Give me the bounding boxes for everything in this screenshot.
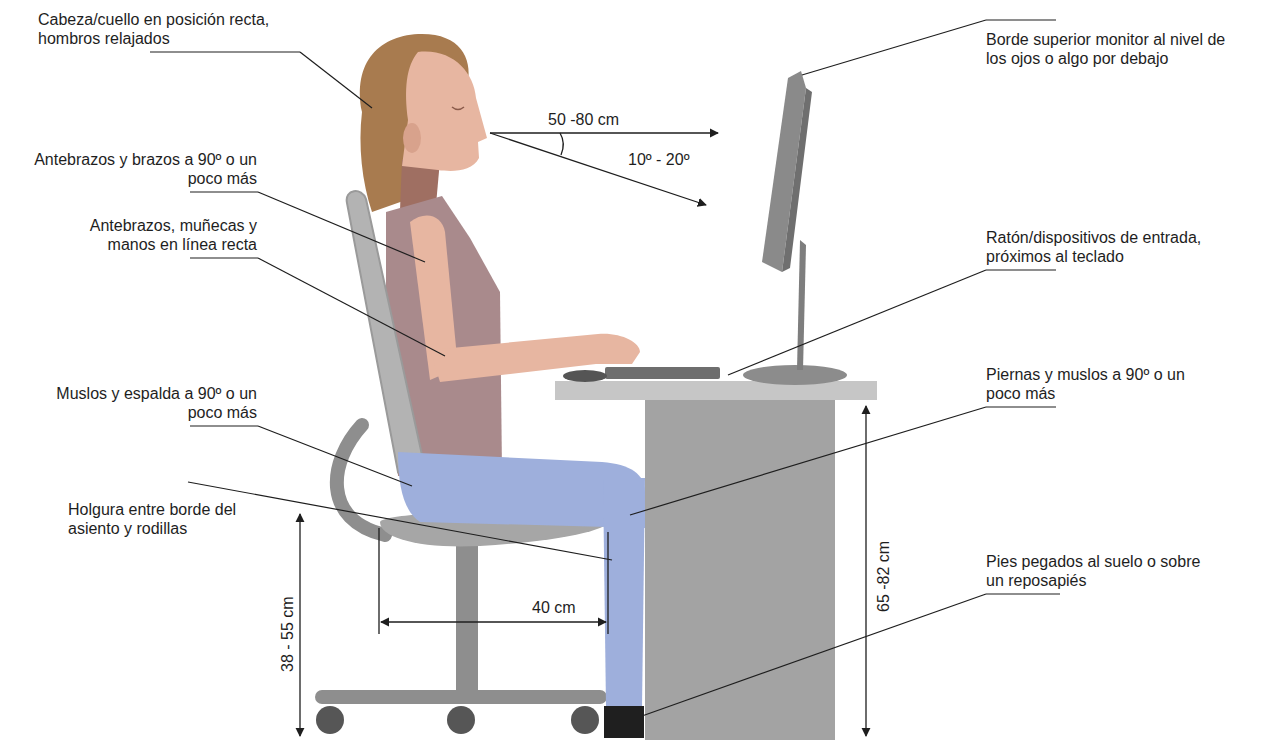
- dimension-label: 40 cm: [532, 598, 592, 617]
- leader-line: [986, 593, 1060, 594]
- leader-line: [258, 426, 412, 486]
- monitor-back: [782, 88, 812, 272]
- face: [402, 52, 487, 171]
- dimension-label: 38 - 55 cm: [278, 596, 297, 672]
- eye: [452, 107, 464, 110]
- dimension-label: 65 -82 cm: [874, 541, 893, 612]
- shoe: [604, 706, 644, 738]
- chair-frame: [337, 425, 385, 535]
- callout-label: Borde superior monitor al nivel de los o…: [986, 30, 1231, 68]
- mouse: [563, 370, 607, 382]
- seat-depth-dimension: [381, 621, 606, 622]
- chair-wheel: [447, 706, 475, 734]
- view-angle-arc: [560, 133, 563, 155]
- leader-line: [190, 191, 258, 192]
- keyboard: [605, 367, 720, 379]
- leader-lines: [150, 20, 1060, 716]
- view-angle-arrow: [490, 133, 706, 205]
- desk-body: [645, 398, 835, 740]
- forearm: [430, 334, 640, 382]
- leader-line: [630, 407, 986, 515]
- leader-line: [190, 425, 258, 426]
- leader-line: [300, 52, 372, 108]
- seat-height-dimension: [299, 514, 300, 736]
- leader-line: [986, 19, 1056, 20]
- leader-line: [150, 51, 300, 52]
- leader-line: [188, 482, 612, 560]
- chair-wheel: [571, 706, 599, 734]
- ear: [403, 123, 421, 153]
- leader-line: [802, 20, 986, 75]
- leader-line: [986, 269, 1056, 270]
- leader-line: [728, 270, 986, 375]
- leader-line: [258, 258, 445, 356]
- monitor-stand: [797, 240, 806, 370]
- seat-depth-tick: [378, 528, 379, 634]
- view-distance-arrow: [490, 132, 718, 133]
- leader-line: [190, 257, 258, 258]
- chair-wheel: [316, 706, 344, 734]
- chair-base: [315, 690, 607, 704]
- callout-label: Piernas y muslos a 90º o un poco más: [986, 365, 1216, 403]
- dimension-label: 50 -80 cm: [548, 110, 658, 129]
- chair-column: [456, 540, 478, 695]
- leader-line: [986, 406, 1056, 407]
- leader-line: [258, 192, 425, 262]
- callout-label: Pies pegados al suelo o sobre un reposap…: [986, 552, 1216, 590]
- desk-top: [555, 381, 877, 400]
- monitor-base: [743, 365, 847, 385]
- callout-label: Muslos y espalda a 90º o un poco más: [45, 384, 257, 422]
- desk-height-dimension: [865, 406, 866, 736]
- callout-label: Cabeza/cuello en posición recta, hombros…: [38, 10, 293, 48]
- leader-line: [642, 594, 986, 716]
- callout-label: Ratón/dispositivos de entrada, próximos …: [986, 228, 1241, 266]
- seat-depth-tick: [607, 532, 608, 634]
- callout-label: Antebrazos, muñecas y manos en línea rec…: [45, 216, 257, 254]
- dimension-label: 10º - 20º: [628, 150, 708, 169]
- callout-label: Holgura entre borde del asiento y rodill…: [68, 500, 268, 538]
- callout-label: Antebrazos y brazos a 90º o un poco más: [25, 150, 257, 188]
